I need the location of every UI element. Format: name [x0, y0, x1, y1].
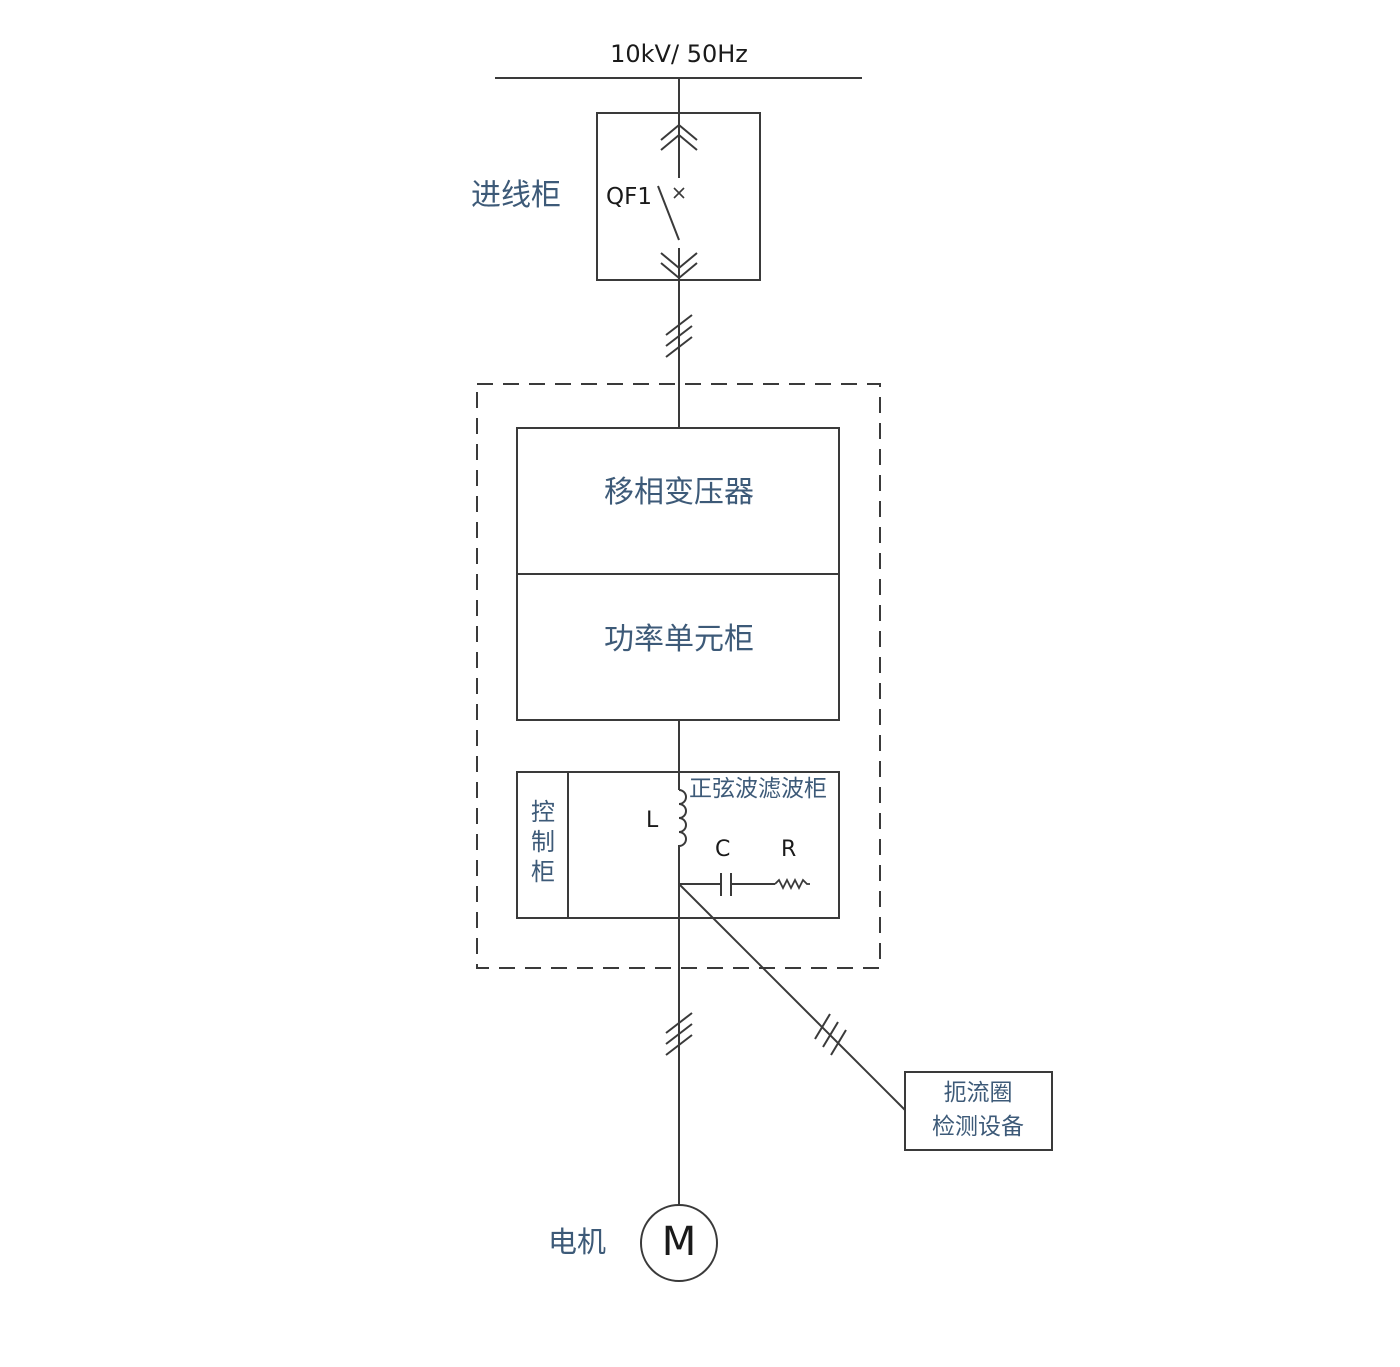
three-phase-tick-lower-3: [665, 1034, 693, 1056]
three-phase-tick-2: [665, 325, 693, 347]
detector-box: [904, 1071, 1053, 1151]
power-unit-box: [516, 573, 840, 721]
capacitor-label: C: [715, 837, 731, 862]
plug-in-contact-bottom-2: [660, 262, 698, 280]
filter-cabinet-label: 正弦波滤波柜: [689, 776, 827, 802]
control-cabinet-label-2: 制: [531, 828, 555, 856]
detector-tick-3: [830, 1029, 847, 1056]
transformer-label: 移相变压器: [604, 475, 754, 510]
detector-tick-1: [814, 1013, 831, 1040]
breaker-x-mark-b: [673, 187, 685, 199]
breaker-blade: [657, 185, 680, 241]
detector-tick-2: [822, 1021, 839, 1048]
plug-in-contact-top-2: [660, 133, 698, 151]
detector-label-line1: 扼流圈: [943, 1080, 1013, 1106]
motor-label: 电机: [548, 1225, 607, 1259]
inductor-coil: [678, 789, 687, 852]
bus-label: 10kV/ 50Hz: [610, 40, 748, 68]
detector-branch-wire: [678, 883, 906, 1111]
plug-in-contact-top: [660, 123, 698, 141]
motor-symbol: M: [661, 1219, 697, 1265]
inductor-label: L: [646, 808, 659, 833]
incoming-cabinet-label: 进线柜: [471, 178, 561, 213]
filter-cabinet-box: [516, 771, 840, 919]
detector-label-line2: 检测设备: [932, 1114, 1024, 1140]
plug-in-contact-bottom: [660, 252, 698, 270]
three-phase-tick-lower-2: [665, 1023, 693, 1045]
incoming-cabinet-box: [596, 112, 761, 281]
three-phase-tick-lower-1: [665, 1012, 693, 1034]
control-cabinet-label-3: 柜: [531, 858, 555, 886]
breaker-qf1-symbol: [670, 178, 690, 248]
resistor-zigzag: [774, 877, 810, 891]
motor-circle: [640, 1204, 718, 1282]
power-unit-label: 功率单元柜: [604, 622, 754, 657]
breaker-label: QF1: [606, 184, 652, 210]
resistor-label: R: [781, 837, 797, 862]
control-cabinet-label-1: 控: [531, 798, 555, 826]
three-phase-tick-1: [665, 314, 693, 336]
three-phase-tick-3: [665, 336, 693, 358]
